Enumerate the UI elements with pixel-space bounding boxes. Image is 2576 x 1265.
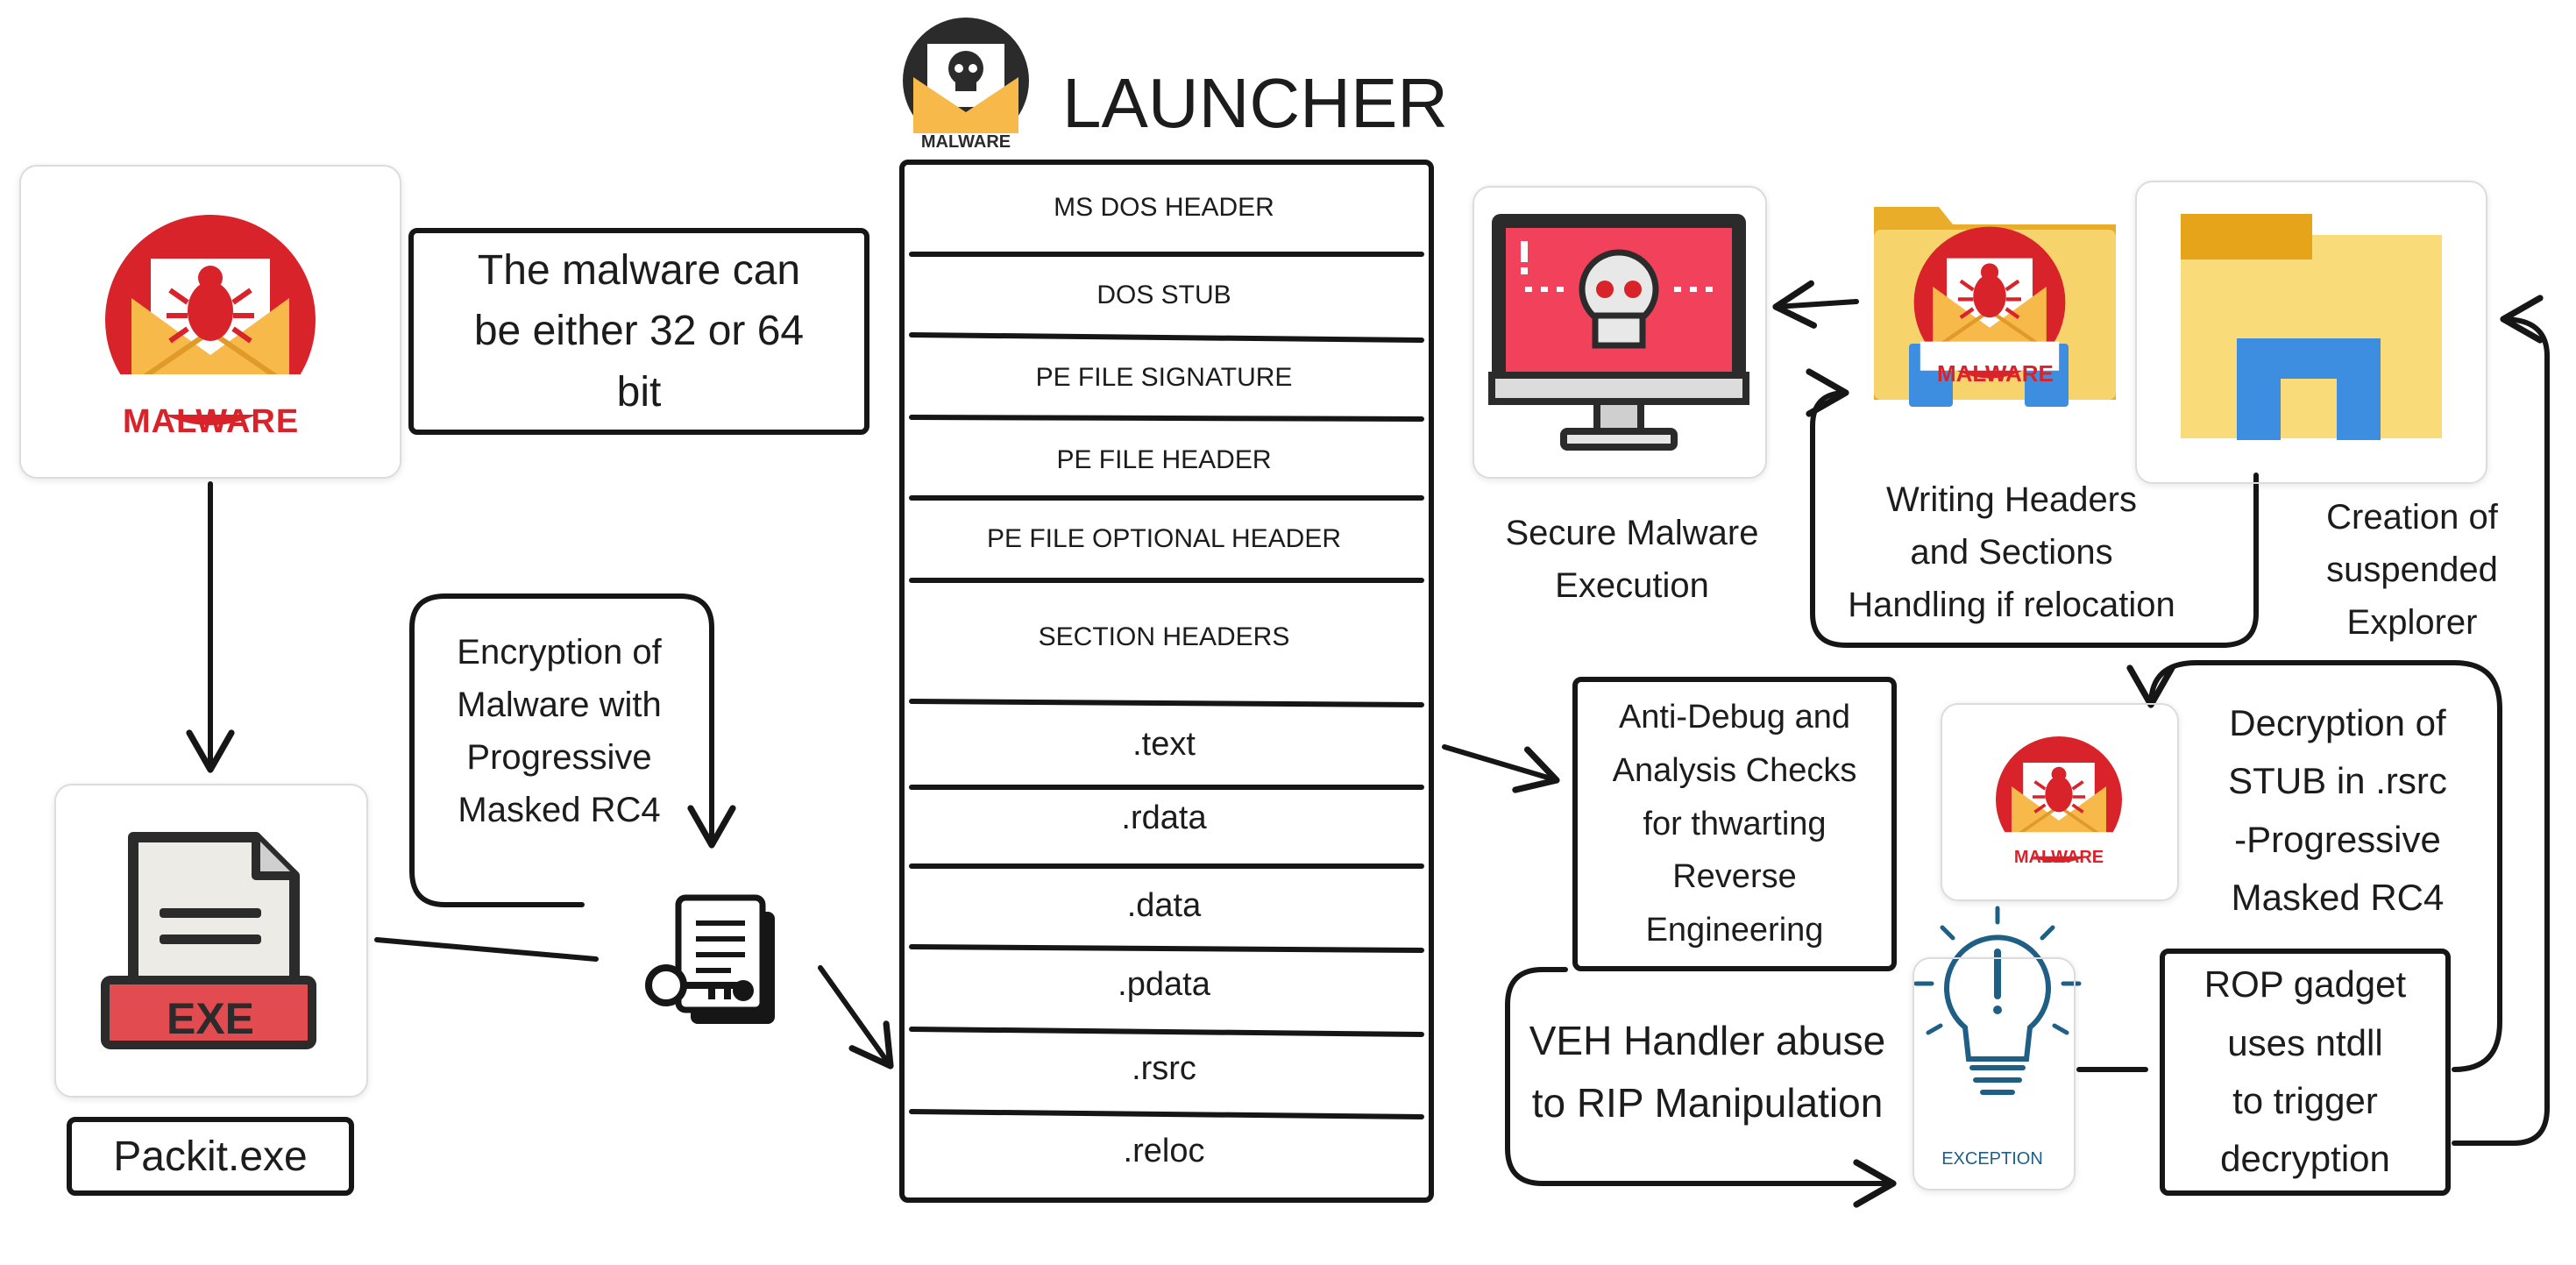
- pe-section-row: .rdata: [1121, 800, 1207, 836]
- monitor-skull-icon: [1488, 214, 1749, 451]
- explorer-folder-icon: [2181, 214, 2442, 440]
- exception-label: EXCEPTION: [1941, 1149, 2043, 1169]
- arrow-key-to-launcher: [818, 965, 894, 1070]
- launcher-title: LAUNCHER: [1062, 64, 1449, 142]
- pe-header-row: PE FILE HEADER: [1056, 445, 1272, 474]
- arrow-folder-to-monitor: [1772, 280, 1859, 329]
- arrow-rop-to-decryption: [2126, 660, 2502, 1072]
- bit-note-text: The malware can be either 32 or 64 bit: [473, 246, 805, 416]
- pe-header-row: PE FILE OPTIONAL HEADER: [987, 524, 1341, 553]
- pe-section-row: .reloc: [1123, 1133, 1205, 1169]
- pe-header-row: SECTION HEADERS: [1038, 622, 1290, 651]
- small-malware-badge: MALWARE: [2013, 848, 2104, 867]
- folder-malware-badge: MALWARE: [1937, 360, 2054, 387]
- folder-malware-icon: [1874, 207, 2116, 407]
- launcher-skull-icon: [894, 18, 1038, 151]
- arrow-text-to-antidebug: [1442, 744, 1560, 793]
- anti-debug-box: Anti-Debug and Analysis Checks for thwar…: [1572, 677, 1897, 971]
- arrow-rop-to-explorer: [2452, 295, 2550, 1146]
- malware-card: [19, 165, 401, 479]
- pe-section-row: .text: [1132, 726, 1196, 763]
- line-exe-to-key: [374, 937, 599, 962]
- monitor-card: [1473, 186, 1767, 479]
- packit-label-text: Packit.exe: [113, 1133, 308, 1180]
- pe-section-row: .pdata: [1118, 966, 1210, 1003]
- pe-header-row: DOS STUB: [1096, 281, 1231, 309]
- bit-note-box: The malware can be either 32 or 64 bit: [408, 228, 869, 435]
- lightbulb-icon: [1913, 906, 2082, 1095]
- key-certificate-icon: [645, 894, 775, 1024]
- veh-note: VEH Handler abuse to RIP Manipulation: [1529, 1018, 1886, 1126]
- secure-note: Secure Malware Execution: [1505, 514, 1759, 605]
- exception-card: [1912, 957, 2076, 1190]
- rop-box: ROP gadget uses ntdll to trigger decrypt…: [2160, 949, 2451, 1196]
- explorer-card: [2135, 181, 2487, 484]
- pe-section-row: .data: [1126, 887, 1202, 924]
- packit-label-box: Packit.exe: [67, 1117, 354, 1196]
- arrow-veh-loop: [1505, 967, 1897, 1208]
- rop-text: ROP gadget uses ntdll to trigger decrypt…: [2203, 963, 2407, 1180]
- encryption-note: Encryption of Malware with Progressive M…: [457, 633, 662, 829]
- exe-badge-label: EXE: [166, 994, 255, 1043]
- pe-table: [899, 160, 1434, 1203]
- arrow-explorer-to-writing: [1806, 368, 2259, 648]
- pe-header-row: PE FILE SIGNATURE: [1035, 363, 1293, 392]
- small-malware-card: [1941, 703, 2179, 901]
- explorer-note: Creation of suspended Explorer: [2326, 498, 2498, 642]
- pe-section-row: .rsrc: [1132, 1050, 1196, 1087]
- decryption-note: Decryption of STUB in .rsrc -Progressive…: [2228, 702, 2447, 919]
- anti-debug-text: Anti-Debug and Analysis Checks for thwar…: [1612, 699, 1857, 949]
- malware-badge-label: MALWARE: [123, 403, 300, 440]
- arrow-encryption-loop: [409, 593, 736, 907]
- launcher-malware-badge: MALWARE: [920, 132, 1011, 152]
- pe-header-row: MS DOS HEADER: [1054, 193, 1274, 222]
- exe-card: [54, 784, 368, 1098]
- pe-row-separators: [909, 252, 1424, 1119]
- exe-file-icon: [101, 832, 316, 1049]
- writing-note: Writing Headers and Sections Handling if…: [1848, 480, 2175, 624]
